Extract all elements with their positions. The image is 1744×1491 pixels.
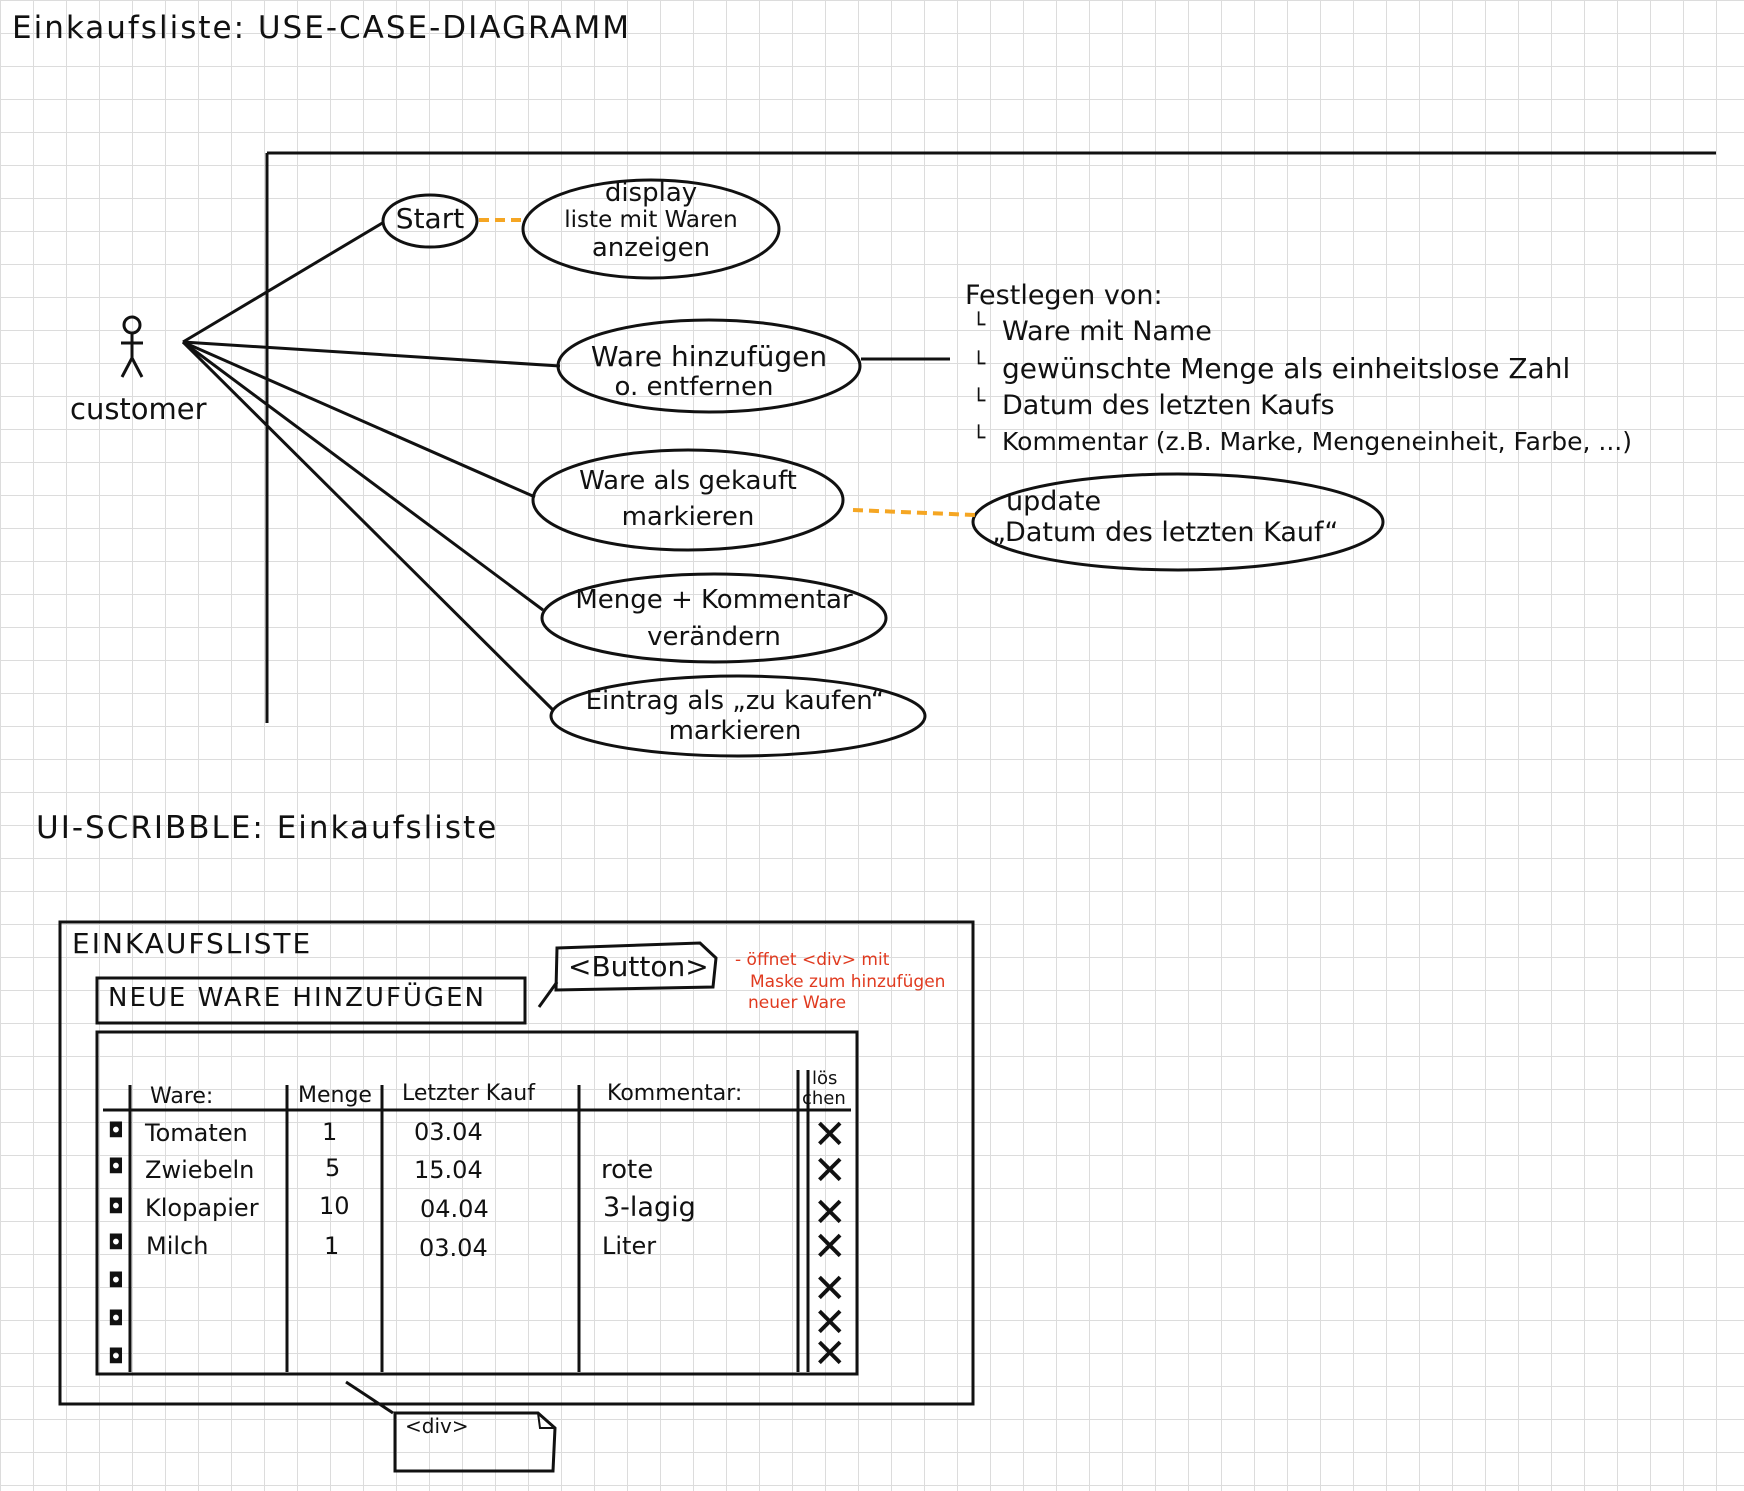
delete-icon[interactable]: ✕	[813, 1148, 847, 1194]
usecase-bought-line: markieren	[621, 502, 755, 532]
checkbox-icon[interactable]: ◘	[108, 1154, 124, 1178]
usecase-title: Einkaufsliste: USE-CASE-DIAGRAMM	[12, 10, 631, 46]
add-item-button[interactable]	[95, 976, 527, 1025]
delete-icon[interactable]: ✕	[813, 1331, 847, 1377]
usecase-start	[381, 193, 479, 249]
button-annotation-line: Maske zum hinzufügen	[750, 972, 946, 992]
cell-ware: Milch	[146, 1232, 209, 1260]
note-heading: Festlegen von:	[965, 280, 1163, 311]
note-bullet: └	[972, 389, 986, 414]
header-letzter-kauf: Letzter Kauf	[402, 1081, 535, 1106]
delete-icon[interactable]: ✕	[813, 1266, 847, 1312]
checkbox-icon[interactable]: ◘	[108, 1306, 124, 1330]
mock-title: EINKAUFSLISTE	[72, 927, 313, 960]
cell-menge: 10	[319, 1192, 350, 1220]
cell-ware: Tomaten	[145, 1119, 248, 1147]
cell-kauf: 15.04	[414, 1156, 483, 1184]
delete-icon[interactable]: ✕	[813, 1112, 847, 1158]
button-annotation-line: - öffnet <div> mit	[735, 950, 890, 970]
cell-kommentar: 3-lagig	[603, 1192, 696, 1223]
usecase-update-line: „Datum des letzten Kauf“	[992, 517, 1339, 548]
usecase-tobuy	[549, 674, 927, 758]
cell-kauf: 03.04	[419, 1234, 488, 1262]
dashed-link-bought-update	[852, 508, 976, 517]
usecase-add-line: Ware hinzufügen	[590, 340, 828, 373]
checkbox-icon[interactable]: ◘	[108, 1230, 124, 1254]
cell-menge: 5	[325, 1154, 341, 1182]
usecase-bought	[531, 448, 845, 552]
usecase-add	[556, 318, 862, 414]
delete-icon[interactable]: ✕	[813, 1300, 847, 1346]
cell-kommentar: rote	[601, 1155, 654, 1185]
usecase-add-line: o. entfernen	[614, 372, 774, 402]
delete-icon[interactable]: ✕	[813, 1224, 847, 1270]
cell-menge: 1	[324, 1232, 340, 1260]
association-lines	[181, 220, 950, 712]
note-item: gewünschte Menge als einheitslose Zahl	[1002, 352, 1571, 385]
header-ware: Ware:	[150, 1084, 214, 1109]
checkbox-icon[interactable]: ◘	[108, 1344, 124, 1368]
header-kommentar: Kommentar:	[607, 1081, 743, 1106]
cell-kommentar: Liter	[602, 1232, 657, 1260]
cell-menge: 1	[322, 1118, 338, 1146]
actor-label: customer	[70, 392, 207, 426]
note-bullet: └	[972, 426, 986, 451]
actor-icon	[120, 315, 144, 378]
add-item-button-label[interactable]: NEUE WARE HINZUFÜGEN	[108, 983, 486, 1013]
usecase-start-label: Start	[395, 202, 465, 235]
cell-kauf: 04.04	[420, 1195, 489, 1223]
button-tag: <Button>	[568, 950, 709, 983]
note-item: Kommentar (z.B. Marke, Mengeneinheit, Fa…	[1002, 427, 1632, 456]
usecase-tobuy-line: markieren	[668, 716, 802, 746]
note-bullet: └	[972, 313, 986, 338]
cell-kauf: 03.04	[414, 1118, 483, 1146]
mock-frame	[58, 920, 975, 1406]
cell-ware: Klopapier	[145, 1194, 259, 1222]
div-callout	[393, 1411, 557, 1473]
usecase-edit-line: Menge + Kommentar	[575, 585, 853, 615]
checkbox-icon[interactable]: ◘	[108, 1118, 124, 1142]
header-menge: Menge	[298, 1083, 372, 1108]
div-tag: <div>	[405, 1414, 469, 1438]
header-loeschen: lös	[812, 1068, 838, 1089]
usecase-edit	[540, 572, 888, 664]
checkbox-icon[interactable]: ◘	[108, 1268, 124, 1292]
usecase-bought-line: Ware als gekauft	[579, 466, 797, 496]
shopping-table	[95, 1030, 859, 1376]
usecase-display	[521, 178, 781, 280]
checkbox-icon[interactable]: ◘	[108, 1194, 124, 1218]
header-loeschen: chen	[802, 1088, 846, 1109]
cell-ware: Zwiebeln	[145, 1156, 255, 1184]
usecase-tobuy-line: Eintrag als „zu kaufen“	[585, 686, 885, 716]
note-item: Datum des letzten Kaufs	[1002, 390, 1335, 421]
usecase-edit-line: verändern	[647, 622, 781, 652]
usecase-update-line: update	[1006, 486, 1102, 517]
note-item: Ware mit Name	[1002, 316, 1212, 347]
delete-icon[interactable]: ✕	[813, 1190, 847, 1236]
usecase-display-line: display	[604, 178, 698, 208]
usecase-display-line: anzeigen	[591, 233, 711, 263]
note-bullet: └	[972, 352, 986, 377]
usecase-update	[971, 472, 1385, 572]
scribble-title: UI-SCRIBBLE: Einkaufsliste	[36, 810, 499, 846]
button-annotation-line: neuer Ware	[748, 993, 847, 1013]
usecase-display-line: liste mit Waren	[564, 207, 738, 233]
